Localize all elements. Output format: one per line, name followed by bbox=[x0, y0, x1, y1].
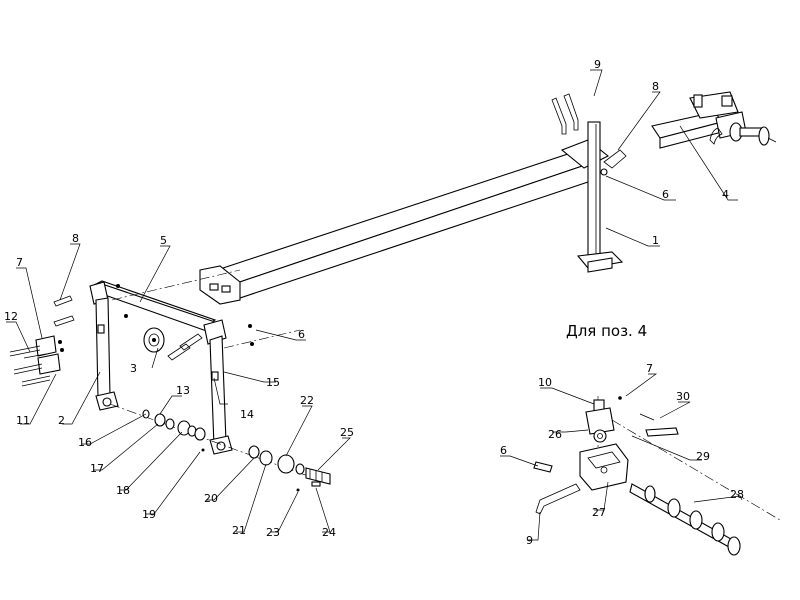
callout-22: 22 bbox=[300, 394, 314, 407]
pulley bbox=[143, 327, 165, 353]
callout-18: 18 bbox=[116, 484, 130, 497]
axle-components bbox=[109, 403, 331, 492]
callout-3: 3 bbox=[130, 362, 137, 375]
callout-5: 5 bbox=[160, 234, 167, 247]
callout-9: 9 bbox=[594, 58, 601, 71]
callout-13: 13 bbox=[176, 384, 190, 397]
right-clip bbox=[600, 149, 627, 176]
detail-caption: Для поз. 4 bbox=[566, 322, 647, 340]
callout-6-left: 6 bbox=[298, 328, 305, 341]
callout-9-detail: 9 bbox=[526, 534, 533, 547]
callout-7: 7 bbox=[16, 256, 23, 269]
callout-17: 17 bbox=[90, 462, 104, 475]
callout-1: 1 bbox=[652, 234, 659, 247]
callout-8: 8 bbox=[652, 80, 659, 93]
left-frame bbox=[89, 269, 301, 455]
callout-11: 11 bbox=[16, 414, 30, 427]
callout-7-detail: 7 bbox=[646, 362, 653, 375]
callout-8-left: 8 bbox=[72, 232, 79, 245]
callout-16: 16 bbox=[78, 436, 92, 449]
left-fasteners bbox=[9, 335, 64, 387]
callout-6: 6 bbox=[662, 188, 669, 201]
left-rods bbox=[53, 284, 254, 361]
callout-labels: 9 8 6 4 1 8 5 7 12 6 3 15 11 2 13 14 16 … bbox=[4, 58, 744, 547]
callout-15: 15 bbox=[266, 376, 280, 389]
callout-12: 12 bbox=[4, 310, 18, 323]
callout-28: 28 bbox=[730, 488, 744, 501]
support-post bbox=[576, 121, 624, 273]
callout-10: 10 bbox=[538, 376, 552, 389]
detail-view bbox=[533, 396, 781, 556]
callout-30: 30 bbox=[676, 390, 690, 403]
callout-14: 14 bbox=[240, 408, 254, 421]
callout-29: 29 bbox=[696, 450, 710, 463]
main-beam bbox=[199, 139, 610, 305]
callout-23: 23 bbox=[266, 526, 280, 539]
callout-24: 24 bbox=[322, 526, 336, 539]
leader-lines bbox=[6, 69, 743, 541]
callout-26: 26 bbox=[548, 428, 562, 441]
callout-6-detail: 6 bbox=[500, 444, 507, 457]
callout-21: 21 bbox=[232, 524, 246, 537]
rod-pair bbox=[551, 93, 579, 135]
callout-25: 25 bbox=[340, 426, 354, 439]
hitch-assembly bbox=[651, 91, 777, 149]
callout-19: 19 bbox=[142, 508, 156, 521]
callout-2: 2 bbox=[58, 414, 65, 427]
callout-27: 27 bbox=[592, 506, 606, 519]
callout-20: 20 bbox=[204, 492, 218, 505]
callout-4: 4 bbox=[722, 188, 729, 201]
